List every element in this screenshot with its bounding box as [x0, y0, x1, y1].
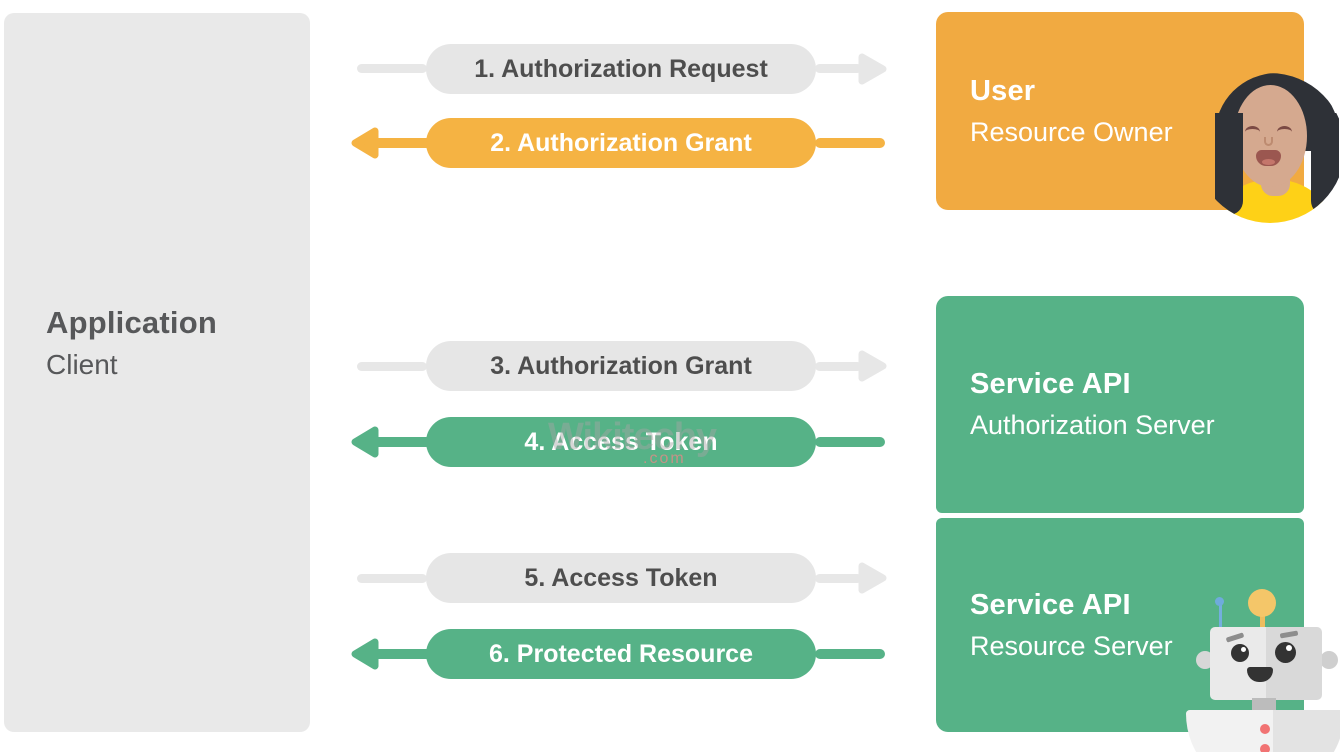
- flow-6-pill: 6. Protected Resource: [426, 629, 816, 679]
- flow-2-pill: 2. Authorization Grant: [426, 118, 816, 168]
- arrowhead-right-icon: [858, 350, 887, 382]
- robot-ear: [1320, 651, 1338, 669]
- flow-2-label: 2. Authorization Grant: [490, 128, 752, 157]
- resource-server-subtitle: Resource Server: [970, 630, 1173, 661]
- flow-4-pill: 4. Access Token: [426, 417, 816, 467]
- flow-4-label: 4. Access Token: [524, 427, 718, 456]
- robot-icon: [1186, 588, 1340, 752]
- flow-1-pill: 1. Authorization Request: [426, 44, 816, 94]
- flow-1-label: 1. Authorization Request: [474, 54, 768, 83]
- flow-2-line-left: [372, 138, 428, 148]
- avatar-hair-lock: [1311, 113, 1339, 215]
- robot-eye: [1231, 644, 1249, 662]
- flow-3-pill: 3. Authorization Grant: [426, 341, 816, 391]
- robot-antenna-blue: [1219, 603, 1222, 627]
- flow-5-line-right: [815, 574, 862, 583]
- avatar-hair-lock: [1215, 113, 1243, 215]
- application-subtitle: Client: [46, 349, 118, 380]
- robot-ear: [1196, 651, 1214, 669]
- application-title: Application: [46, 305, 217, 340]
- flow-1-line-left: [357, 64, 427, 73]
- flow-3-line-right: [815, 362, 862, 371]
- resource-server-title: Service API: [970, 588, 1131, 621]
- avatar-nose: [1264, 137, 1273, 146]
- flow-4-line-left: [372, 437, 428, 447]
- flow-5-line-left: [357, 574, 427, 583]
- authorization-server-subtitle: Authorization Server: [970, 410, 1215, 440]
- robot-antenna-yellow-ball: [1248, 589, 1276, 617]
- flow-3-line-left: [357, 362, 427, 371]
- flow-6-line-left: [372, 649, 428, 659]
- flow-3-label: 3. Authorization Grant: [490, 351, 752, 380]
- robot-eye: [1275, 642, 1296, 663]
- robot-antenna-yellow: [1260, 608, 1265, 628]
- arrowhead-right-icon: [858, 562, 887, 594]
- avatar-eye: [1277, 126, 1292, 138]
- authorization-server-box: Service API Authorization Server: [936, 296, 1304, 513]
- flow-6-label: 6. Protected Resource: [489, 639, 753, 668]
- robot-antenna-blue-ball: [1215, 597, 1224, 606]
- flow-5-label: 5. Access Token: [524, 563, 718, 592]
- woman-avatar-icon: [1195, 73, 1340, 223]
- application-box: [4, 13, 310, 732]
- flow-4-line-right: [815, 437, 885, 447]
- resource-server-box: Service API Resource Server: [936, 518, 1304, 732]
- user-subtitle: Resource Owner: [970, 116, 1173, 147]
- robot-eye-glint: [1286, 645, 1292, 651]
- avatar-mouth-inner: [1262, 159, 1275, 165]
- flow-2-line-right: [815, 138, 885, 148]
- avatar-face: [1234, 85, 1307, 187]
- robot-mouth: [1247, 667, 1273, 682]
- flow-1-line-right: [815, 64, 862, 73]
- robot-button: [1260, 744, 1270, 752]
- robot-neck: [1252, 698, 1276, 712]
- avatar-eye: [1245, 126, 1260, 138]
- robot-eye-glint: [1241, 647, 1246, 652]
- robot-button: [1260, 724, 1270, 734]
- authorization-server-title: Service API: [970, 368, 1131, 400]
- application-text: Application Client: [46, 305, 217, 381]
- arrowhead-right-icon: [858, 53, 887, 85]
- user-title: User: [970, 74, 1036, 107]
- flow-5-pill: 5. Access Token: [426, 553, 816, 603]
- flow-6-line-right: [815, 649, 885, 659]
